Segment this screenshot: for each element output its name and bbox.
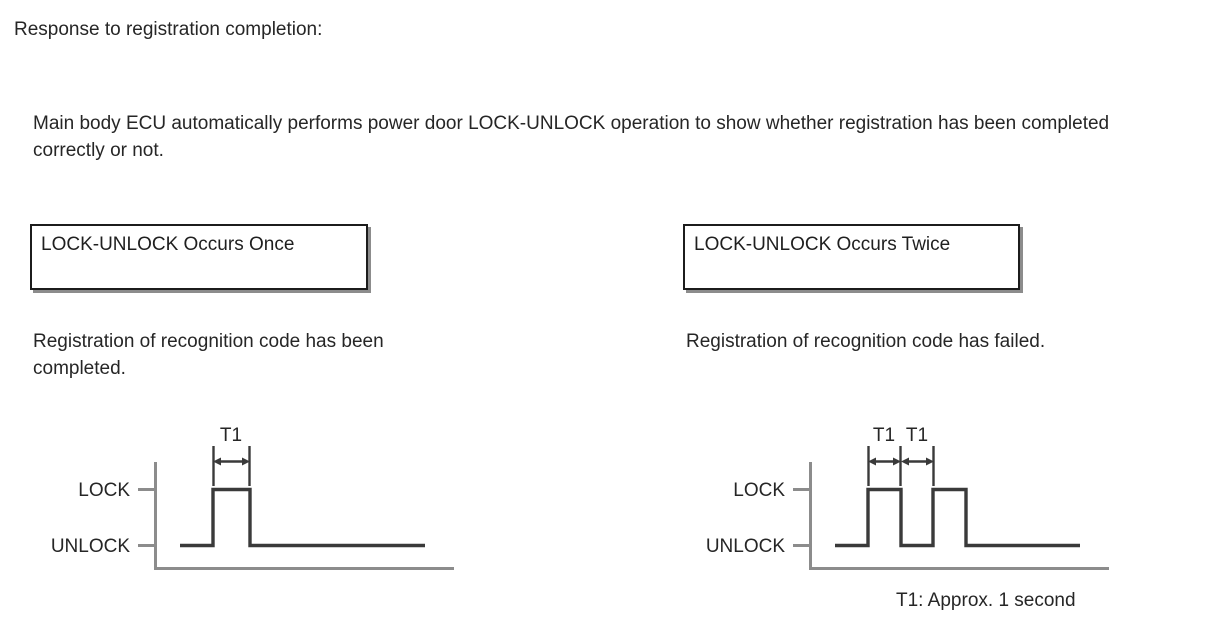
t1-arrowhead-second-right (926, 457, 934, 466)
title-box-once: LOCK-UNLOCK Occurs Once (30, 224, 368, 290)
panel-lock-unlock-twice: LOCK-UNLOCK Occurs Twice Registration of… (683, 224, 1208, 570)
waveform-single-pulse (180, 487, 425, 548)
t1-dimension-label-first: T1 (873, 425, 895, 446)
title-box-twice: LOCK-UNLOCK Occurs Twice (683, 224, 1020, 290)
title-box-once-label: LOCK-UNLOCK Occurs Once (41, 234, 295, 255)
lock-axis-label: LOCK (78, 480, 130, 501)
waveform-double-pulse (835, 487, 1080, 548)
t1-arrowhead-left (213, 457, 221, 466)
t1-arrowhead-second-left (901, 457, 909, 466)
timing-diagram-twice: LOCK UNLOCK T1 T1 (667, 414, 1137, 594)
unlock-axis-label: UNLOCK (51, 536, 131, 557)
intro-paragraph: Main body ECU automatically performs pow… (33, 113, 1110, 161)
title-box-twice-label: LOCK-UNLOCK Occurs Twice (694, 234, 951, 255)
panel-twice-description: Registration of recognition code has fai… (686, 331, 1046, 352)
lock-axis-label: LOCK (733, 480, 785, 501)
page-title: Response to registration completion: (14, 19, 323, 40)
t1-arrowhead-first-left (868, 457, 876, 466)
t1-arrowhead-first-right (893, 457, 901, 466)
t1-dimension-label-second: T1 (906, 425, 928, 446)
timing-diagram-once: LOCK UNLOCK T1 (14, 414, 484, 594)
panel-lock-unlock-once: LOCK-UNLOCK Occurs Once Registration of … (30, 224, 630, 570)
t1-dimension-label: T1 (220, 425, 242, 446)
panel-once-description: Registration of recognition code has bee… (33, 331, 384, 379)
unlock-axis-label: UNLOCK (706, 536, 786, 557)
t1-duration-caption: T1: Approx. 1 second (896, 590, 1076, 611)
t1-arrowhead-right (242, 457, 250, 466)
